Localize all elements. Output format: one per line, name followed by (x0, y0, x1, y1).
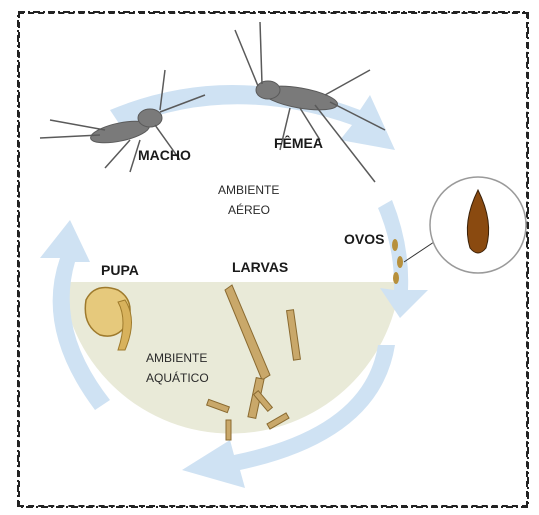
label-larvas: LARVAS (232, 259, 288, 275)
label-ambiente-aquatico-1: AMBIENTE (146, 351, 207, 365)
label-femea: FÊMEA (274, 134, 323, 151)
label-ovos: OVOS (344, 231, 384, 247)
label-ambiente-aereo-1: AMBIENTE (218, 183, 279, 197)
label-ambiente-aereo-2: AÉREO (228, 202, 270, 217)
label-pupa: PUPA (101, 262, 139, 278)
label-macho: MACHO (138, 147, 191, 163)
label-ambiente-aquatico-2: AQUÁTICO (146, 370, 209, 385)
